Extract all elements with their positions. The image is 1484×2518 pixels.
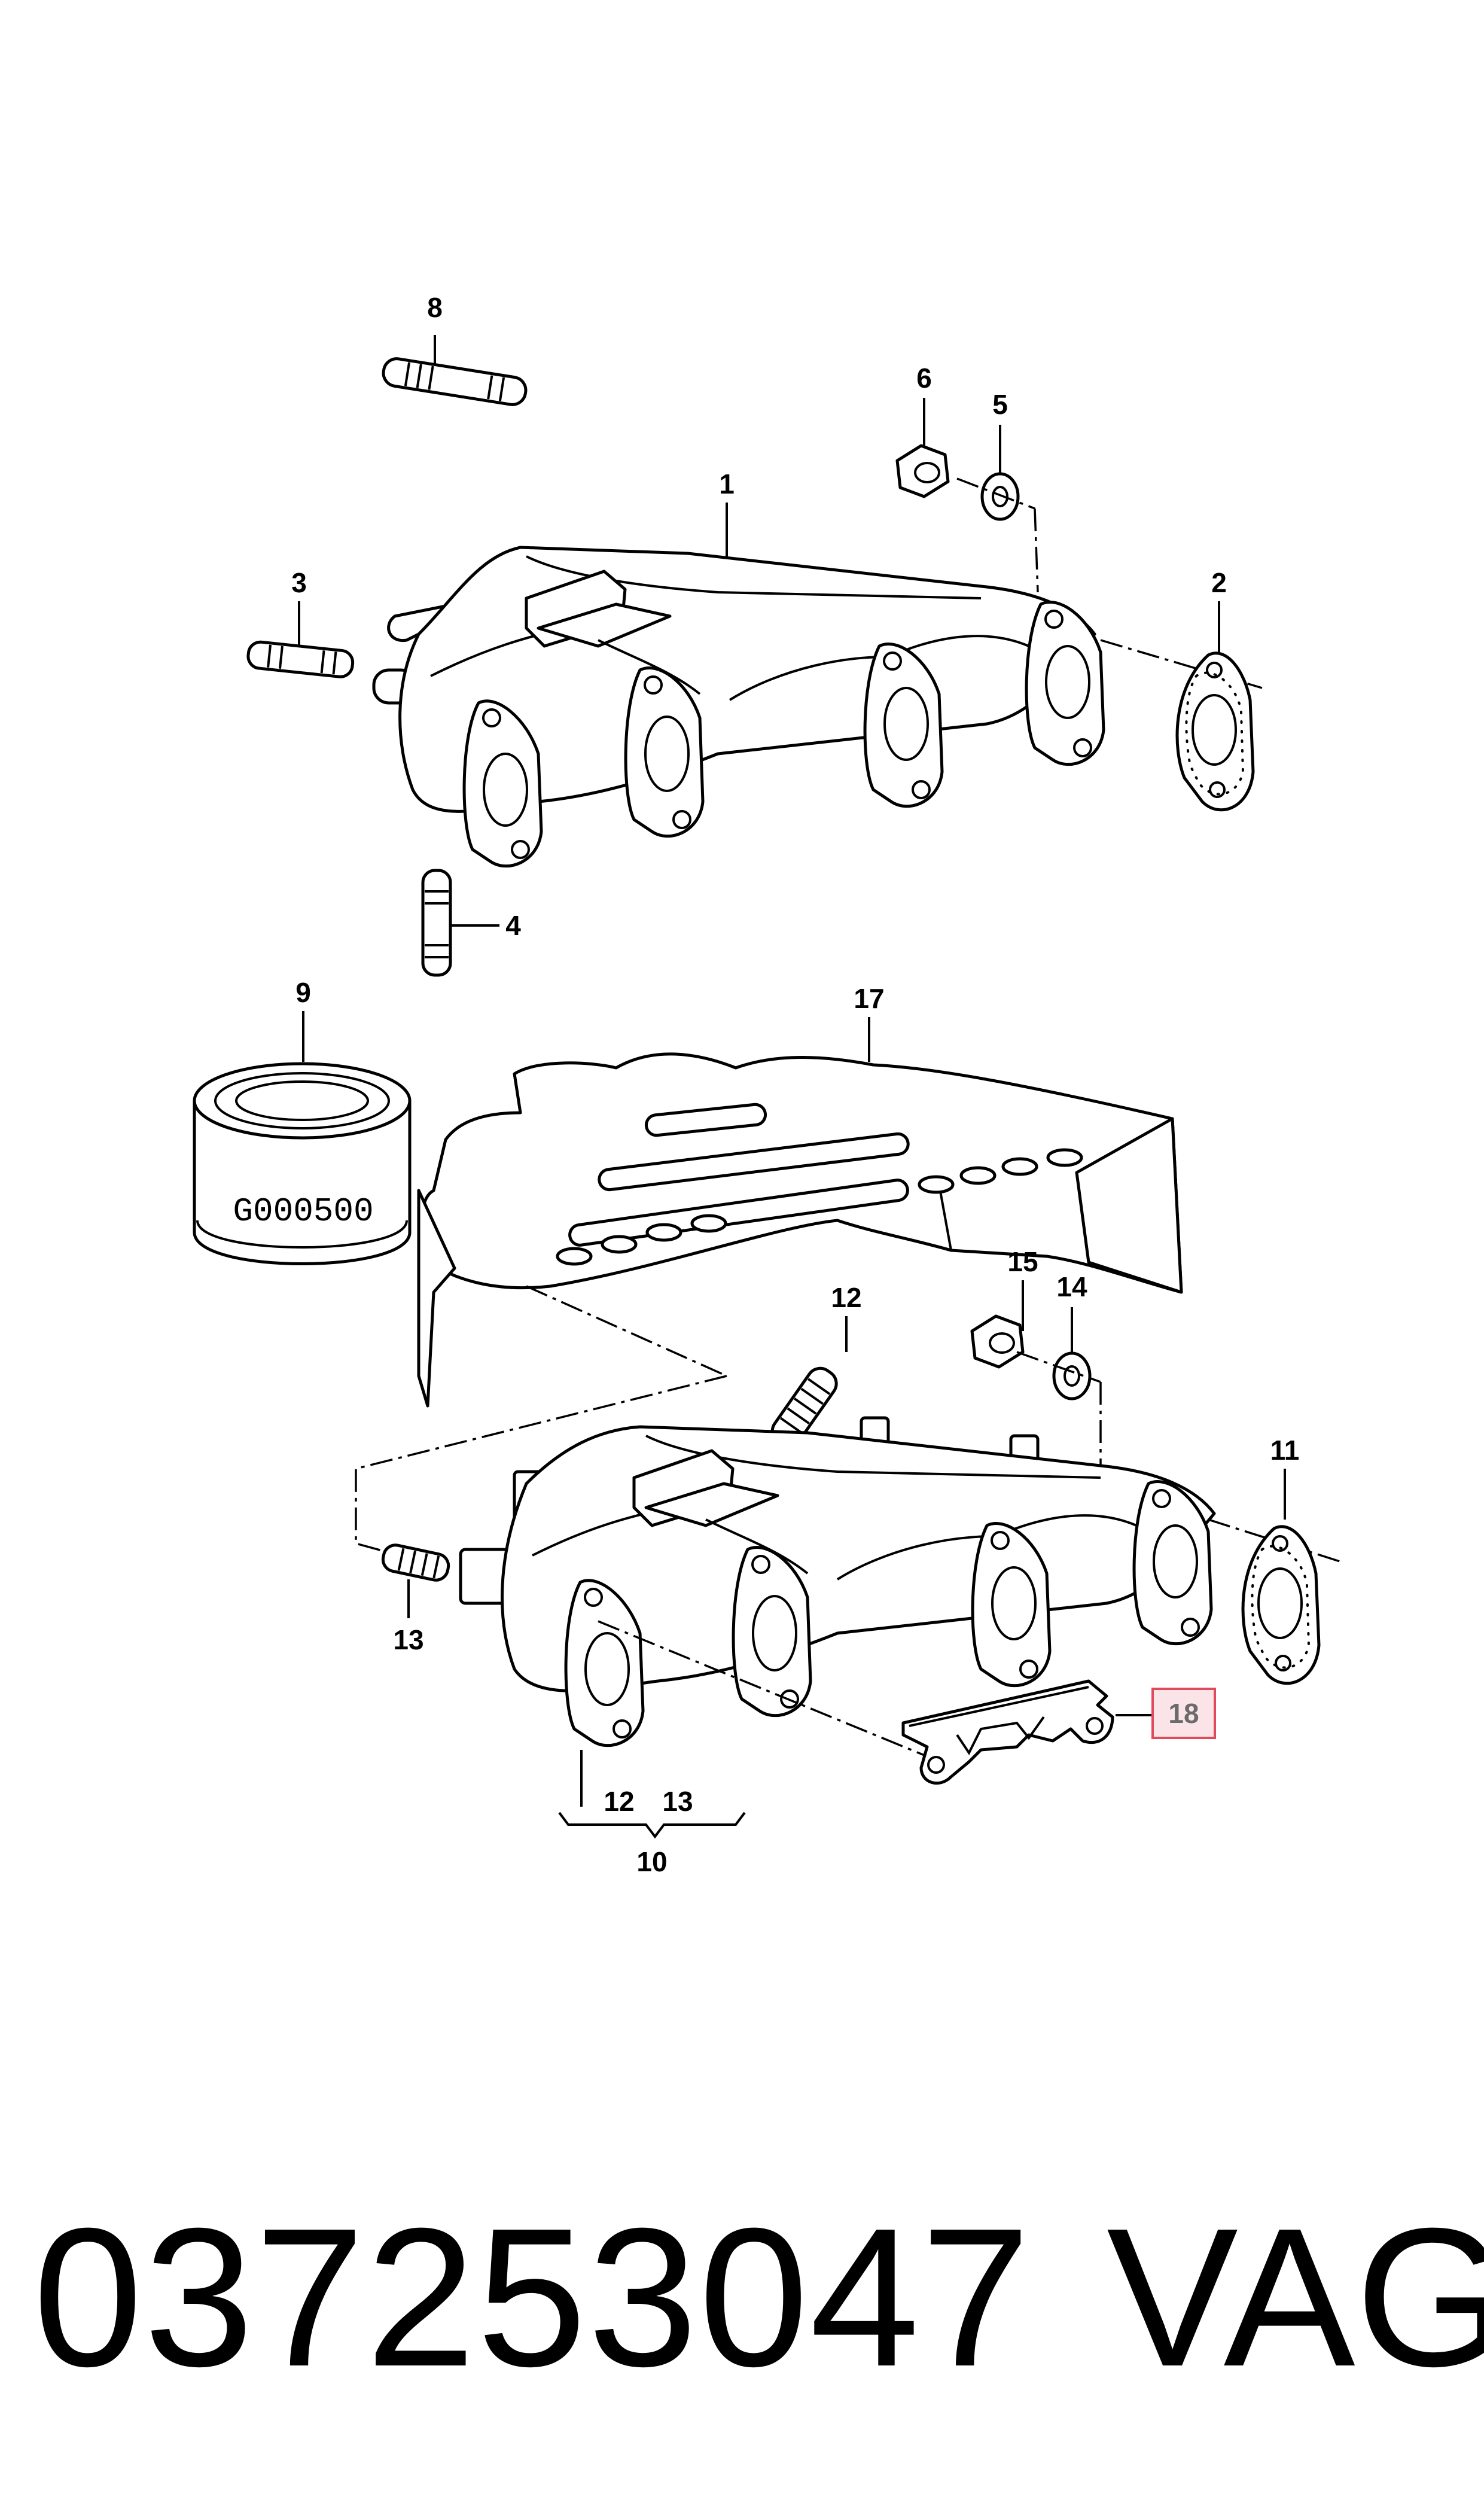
callout-14: 14 (1056, 1271, 1087, 1302)
manifold-port-flange (1025, 601, 1105, 766)
manifold-port-flange (624, 666, 705, 838)
part-9-sealant-cartridge: G000500 (193, 1011, 412, 1265)
manifold-port-flange (462, 699, 543, 868)
part-13-stud (381, 1543, 450, 1618)
manifold-port-flange (971, 1522, 1052, 1688)
footer-brand: VAG (1107, 2187, 1484, 2407)
part-18-bracket (901, 1679, 1151, 1785)
part-10-manifold-assembly (355, 1375, 1340, 1839)
part-12-stud (770, 1316, 848, 1455)
callout-6: 6 (916, 363, 932, 394)
callout-8: 8 (427, 292, 443, 323)
callout-11: 11 (1270, 1435, 1300, 1466)
callout-2: 2 (1211, 567, 1227, 598)
manifold-port-flange (732, 1546, 812, 1718)
callout-10: 10 (636, 1846, 667, 1877)
part-1-exhaust-manifold (372, 503, 1263, 868)
callout-13-lower: 13 (662, 1786, 693, 1817)
callout-17: 17 (854, 983, 884, 1014)
callout-5: 5 (992, 389, 1008, 420)
callout-15: 15 (1007, 1246, 1038, 1277)
part-5-washer (956, 425, 1039, 593)
callout-1: 1 (719, 468, 735, 500)
callout-12-upper: 12 (831, 1282, 861, 1313)
footer-part-number: 037253047 (33, 2187, 1032, 2407)
part-6-nut (895, 398, 950, 498)
manifold-port-flange (863, 643, 944, 808)
part-2-gasket (1175, 601, 1255, 812)
callout-18-box (1151, 1688, 1216, 1739)
part-4-stud (421, 869, 499, 977)
callout-12-lower: 12 (604, 1786, 634, 1817)
callout-4: 4 (505, 910, 521, 941)
callout-9: 9 (295, 977, 311, 1008)
manifold-port-flange (564, 1579, 645, 1747)
part-14-washer (1016, 1307, 1102, 1466)
callout-18-highlight[interactable]: 18 (1151, 1688, 1216, 1739)
callout-3: 3 (291, 567, 307, 598)
callout-18: 18 (1168, 1698, 1199, 1729)
callout-13: 13 (393, 1624, 423, 1655)
part-15-nut (970, 1280, 1025, 1369)
part-3-stud (246, 601, 355, 678)
part-17-heat-shield (417, 1017, 1183, 1408)
part-8-stud (382, 335, 528, 406)
manifold-port-flange (1132, 1480, 1213, 1646)
cartridge-label: G000500 (233, 1192, 373, 1231)
part-11-gasket (1241, 1469, 1321, 1685)
